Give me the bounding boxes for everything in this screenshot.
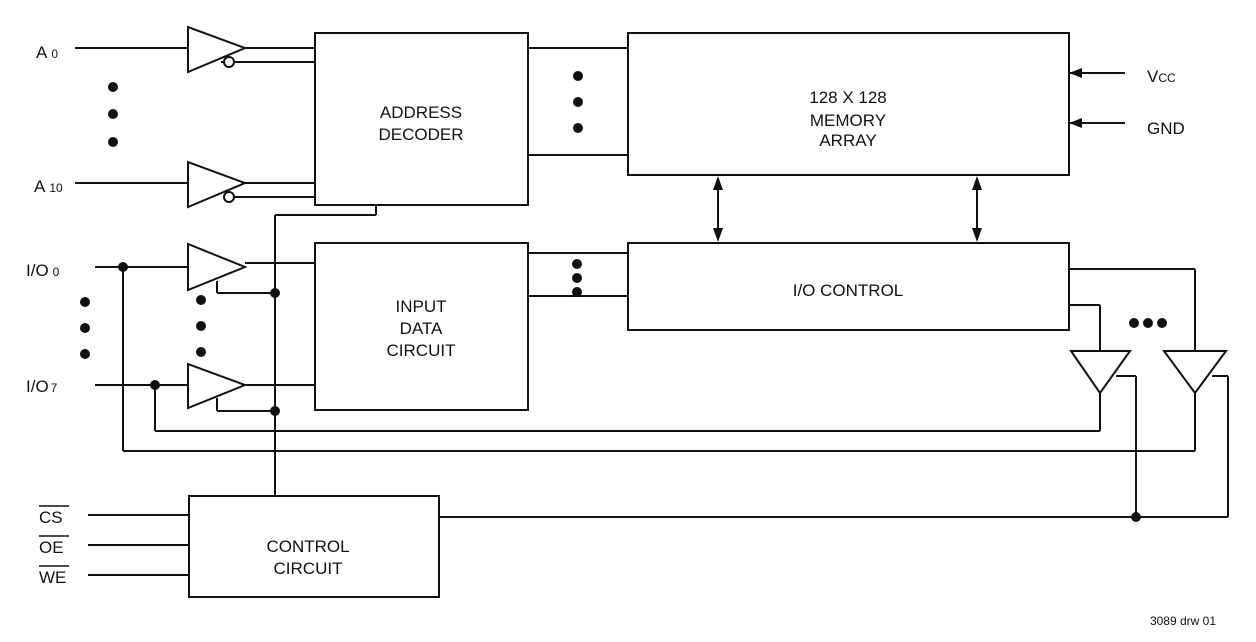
memory-array-label-line1: 128 X 128 xyxy=(809,88,887,107)
control-circuit-label-line1: CONTROL xyxy=(266,537,349,556)
pin-label-gnd: GND xyxy=(1147,119,1185,138)
io-pin-ellipsis xyxy=(80,297,90,359)
output-buffer-1-icon xyxy=(1069,350,1132,395)
decoder-to-array-bus xyxy=(528,47,628,156)
address-buffer-a0-icon xyxy=(187,25,248,74)
io7-input-path xyxy=(95,362,315,412)
output-buffer-2-icon xyxy=(1162,350,1228,395)
address-ellipsis xyxy=(108,82,118,147)
input-data-circuit-block: INPUT DATA CIRCUIT xyxy=(314,242,529,411)
address-input-a0 xyxy=(75,25,315,74)
io-buffer-ellipsis xyxy=(196,295,206,357)
svg-text:OE: OE xyxy=(39,538,64,557)
pin-label-oe: OE xyxy=(39,535,69,557)
memory-array-label-line3: ARRAY xyxy=(819,131,876,150)
control-inputs xyxy=(88,512,1228,576)
inverter-bubble-icon xyxy=(223,191,235,203)
address-decoder-label-line1: ADDRESS xyxy=(380,103,462,122)
svg-text:CS: CS xyxy=(39,508,63,527)
drawing-number: 3089 drw 01 xyxy=(1150,614,1216,628)
memory-array-block: 128 X 128 MEMORY ARRAY xyxy=(627,32,1070,176)
array-io-arrows xyxy=(713,176,982,242)
io0-input-path xyxy=(95,242,315,294)
input-buffer-io0-icon xyxy=(187,242,248,292)
io-control-block: I/O CONTROL xyxy=(627,242,1070,331)
address-decoder-block: ADDRESS DECODER xyxy=(314,32,529,206)
control-circuit-label-line2: CIRCUIT xyxy=(274,559,343,578)
io-control-label: I/O CONTROL xyxy=(793,281,904,300)
inverter-bubble-icon xyxy=(223,56,235,68)
pin-label-we: WE xyxy=(39,565,69,587)
output-buffers xyxy=(122,267,1229,517)
svg-text:WE: WE xyxy=(39,568,66,587)
address-buffer-a10-icon xyxy=(187,160,248,209)
input-data-circuit-label-line3: CIRCUIT xyxy=(387,341,456,360)
control-circuit-block: CONTROL CIRCUIT xyxy=(188,495,440,598)
input-data-circuit-label-line1: INPUT xyxy=(396,297,447,316)
memory-array-label-line2: MEMORY xyxy=(810,111,886,130)
input-buffer-io7-icon xyxy=(187,362,248,410)
address-decoder-label-line2: DECODER xyxy=(378,125,463,144)
address-input-a10 xyxy=(75,160,315,209)
data-to-io-control-bus xyxy=(528,252,628,297)
input-data-circuit-label-line2: DATA xyxy=(400,319,443,338)
pin-label-cs: CS xyxy=(39,505,69,527)
power-inputs xyxy=(1069,68,1125,128)
pin-label-vcc: VCC xyxy=(1147,67,1176,86)
